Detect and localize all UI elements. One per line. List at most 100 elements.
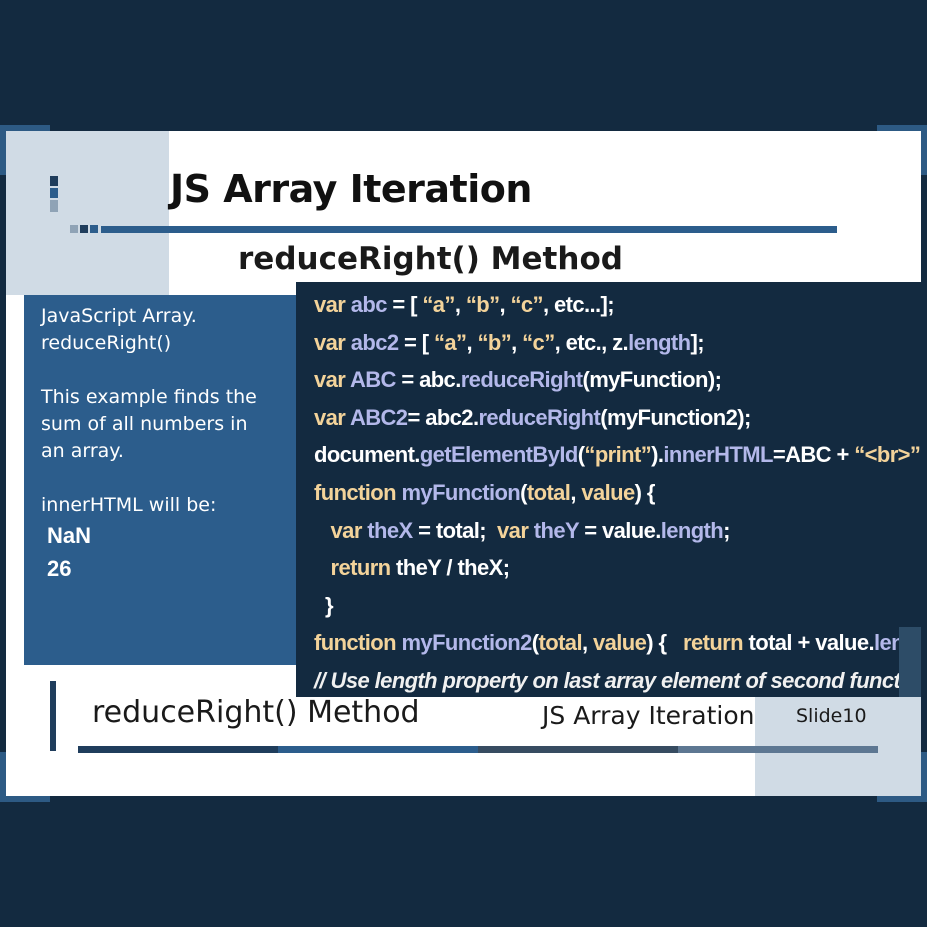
title-underline [101, 226, 837, 233]
code-token: length [660, 517, 724, 543]
decor-square [50, 176, 58, 186]
code-token: “<br>” [854, 442, 921, 468]
code-token: “c” [522, 329, 555, 355]
code-token: “b” [465, 292, 500, 317]
code-token: var [497, 517, 534, 543]
code-token: abc [350, 292, 388, 317]
code-token: “c” [510, 292, 544, 317]
code-token: +ABC2; [920, 442, 921, 467]
code-token: , [499, 292, 511, 317]
code-token: =ABC + [772, 442, 855, 468]
corner-bracket [0, 125, 6, 175]
code-token: ) { [646, 630, 684, 656]
code-token: , [466, 329, 478, 355]
code-token: = abc2. [407, 404, 479, 430]
description-line: This example finds the [41, 386, 257, 408]
slide: JS Array Iteration reduceRight() Method … [6, 131, 921, 796]
code-token: var [314, 367, 350, 393]
code-token: innerHTML [663, 442, 773, 468]
result-value: NaN [47, 523, 92, 548]
code-line: var ABC = abc.reduceRight(myFunction); [314, 361, 921, 399]
slide-number: Slide10 [796, 705, 867, 727]
code-token: , etc., z. [554, 329, 629, 355]
code-token: var [314, 292, 351, 317]
code-token: myFunction [401, 479, 521, 505]
decor-square [50, 188, 58, 198]
code-token: var [314, 404, 350, 430]
code-line: var ABC2= abc2.reduceRight(myFunction2); [314, 399, 921, 437]
slide-title: JS Array Iteration [170, 167, 532, 211]
code-token: “a” [434, 329, 467, 355]
code-token: , [570, 479, 582, 505]
code-token: value [593, 630, 647, 656]
code-token: ABC2 [349, 404, 408, 430]
code-line: var abc2 = [ “a”, “b”, “c”, etc., z.leng… [314, 324, 921, 362]
code-token: theY / theX; [396, 555, 510, 581]
code-token: getElementById [419, 442, 578, 468]
code-token: total [538, 630, 583, 656]
description-panel: JavaScript Array. reduceRight() This exa… [24, 295, 296, 665]
description-line: an array. [41, 440, 124, 462]
corner-bracket [0, 752, 6, 802]
code-token: total + value. [748, 630, 875, 656]
code-panel-accent [899, 627, 921, 697]
code-token: “b” [477, 329, 512, 355]
code-token: ]; [690, 329, 704, 355]
code-line: document.getElementById(“print”).innerHT… [314, 436, 921, 474]
code-token: function [314, 630, 402, 656]
code-token: document. [314, 442, 420, 468]
decor-square [50, 200, 58, 212]
code-token [314, 518, 331, 543]
corner-bracket [877, 125, 927, 131]
code-token: ( [531, 630, 539, 656]
corner-bracket [0, 796, 50, 802]
corner-bracket [877, 796, 927, 802]
slide-subtitle: reduceRight() Method [238, 241, 623, 277]
code-token: “a” [422, 292, 455, 317]
footer-accent-vertical [50, 681, 56, 751]
code-token: , [454, 292, 466, 317]
code-token: , etc...]; [542, 292, 615, 317]
code-token: // Use length property on last array ele… [314, 667, 921, 693]
decor-square [70, 225, 78, 233]
description-line: JavaScript Array. [41, 305, 197, 327]
code-token: function [314, 479, 402, 505]
code-panel: var abc = [ “a”, “b”, “c”, etc...]; var … [296, 282, 921, 697]
description-line: innerHTML will be: [41, 494, 217, 516]
code-token: (myFunction2); [600, 404, 751, 430]
code-token: ABC [349, 367, 396, 393]
code-line: } [314, 587, 921, 625]
decor-square [90, 225, 98, 233]
code-line: function myFunction2(total, value) { ret… [314, 624, 921, 662]
footer-bar-segment [678, 746, 878, 753]
code-token: ( [577, 442, 585, 468]
code-token: ( [520, 479, 527, 505]
code-token: reduceRight [460, 367, 583, 393]
code-token: “print” [584, 442, 652, 468]
code-token: = value. [578, 517, 661, 543]
footer-bar-segment [78, 746, 278, 753]
code-token: = [ [398, 329, 435, 355]
code-token: var [314, 329, 351, 355]
code-token: = [ [386, 292, 423, 317]
code-token: , [511, 329, 523, 355]
corner-bracket [921, 752, 927, 802]
code-token: var [330, 517, 368, 543]
code-token: return [683, 630, 749, 656]
code-token: = abc. [395, 367, 461, 393]
corner-block-top-left [6, 131, 169, 295]
code-line: return theY / theX; [314, 549, 921, 587]
code-token: ; [723, 517, 730, 543]
corner-bracket [921, 125, 927, 175]
code-line: // Use length property on last array ele… [314, 662, 921, 700]
code-token: length [628, 329, 691, 355]
code-token: return [330, 555, 397, 581]
footer-subtitle: reduceRight() Method [92, 695, 420, 730]
code-token: abc2 [350, 329, 399, 355]
code-token: total [526, 479, 571, 505]
code-token: value [581, 479, 635, 505]
code-token: ) { [634, 479, 656, 505]
code-line: var theX = total; var theY = value.lengt… [314, 512, 921, 550]
code-token [314, 555, 331, 580]
decor-square [80, 225, 88, 233]
